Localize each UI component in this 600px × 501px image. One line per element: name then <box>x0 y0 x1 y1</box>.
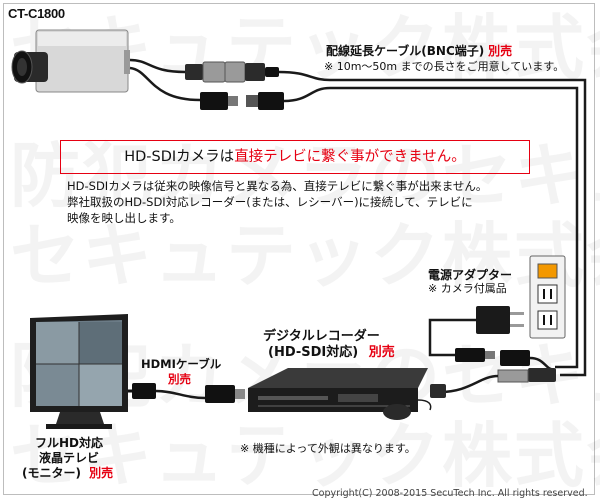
power-adapter-title: 電源アダプター <box>428 268 513 282</box>
bnc-cable-title: 配線延長ケーブル(BNC端子) <box>326 44 485 58</box>
recorder-title: デジタルレコーダー <box>263 329 380 344</box>
hdmi-cable-title: HDMIケーブル <box>141 357 222 371</box>
notice-line-1: HD-SDIカメラは従来の映像信号と異なる為、直接テレビに繋ぐ事が出来ません。 <box>67 179 488 193</box>
hdmi-cable-sold-separately: 別売 <box>168 372 191 386</box>
bnc-cable-label: 配線延長ケーブル(BNC端子) 別売 <box>326 42 512 59</box>
hdmi-cable-icon <box>132 383 245 403</box>
notice-box: HD-SDIカメラは直接テレビに繋ぐ事ができません。 <box>60 140 530 174</box>
lcd-monitor-icon <box>30 314 132 429</box>
bnc-cable-note: ※ 10m〜50m までの長さをご用意しています。 <box>324 60 565 73</box>
digital-recorder-icon <box>248 368 428 412</box>
dc-jack-icon <box>455 348 485 362</box>
camera-model-label: CT-C1800 <box>8 6 65 21</box>
bnc-connector-recorder-icon <box>430 368 556 398</box>
power-outlet-icon <box>529 255 566 339</box>
monitor-sold-separately: 別売 <box>89 466 114 480</box>
camera-icon <box>11 29 130 93</box>
bnc-cable-sold-separately: 別売 <box>488 44 513 58</box>
notice-prefix: HD-SDIカメラは <box>124 149 235 165</box>
recorder-subtitle-row: (HD-SDI対応) 別売 <box>268 341 395 360</box>
power-adapter-note: ※ カメラ付属品 <box>428 282 507 295</box>
monitor-label-line2: 液晶テレビ <box>39 451 100 465</box>
ac-adapter-icon <box>428 306 524 357</box>
monitor-label-line3-row: (モニター) 別売 <box>22 464 113 481</box>
monitor-label-line3: (モニター) <box>22 466 81 480</box>
appearance-note: ※ 機種によって外観は異なります。 <box>240 442 416 455</box>
notice-description: HD-SDIカメラは従来の映像信号と異なる為、直接テレビに繋ぐ事が出来ません。 … <box>67 178 537 226</box>
watermark-middle-1: 防犯カメラのセキュテック <box>10 120 600 221</box>
bnc-connector-icon <box>185 61 279 83</box>
copyright: Copyright(C) 2008-2015 SecuTech Inc. All… <box>312 488 588 499</box>
recorder-subtitle: (HD-SDI対応) <box>268 345 359 360</box>
notice-line-3: 映像を映し出します。 <box>67 211 181 225</box>
notice-highlight: 直接テレビに繋ぐ事ができません。 <box>234 149 466 165</box>
mouse-icon <box>383 404 411 420</box>
notice-line-2: 弊社取扱のHD-SDI対応レコーダー(または、レシーバー)に接続して、テレビに <box>67 195 473 209</box>
recorder-sold-separately: 別売 <box>368 345 395 360</box>
watermark-middle-2: セキュテック株式会社 <box>10 200 600 301</box>
diagram-frame <box>3 3 595 495</box>
power-plug-icon <box>200 92 284 110</box>
monitor-label-line1: フルHD対応 <box>35 436 104 450</box>
